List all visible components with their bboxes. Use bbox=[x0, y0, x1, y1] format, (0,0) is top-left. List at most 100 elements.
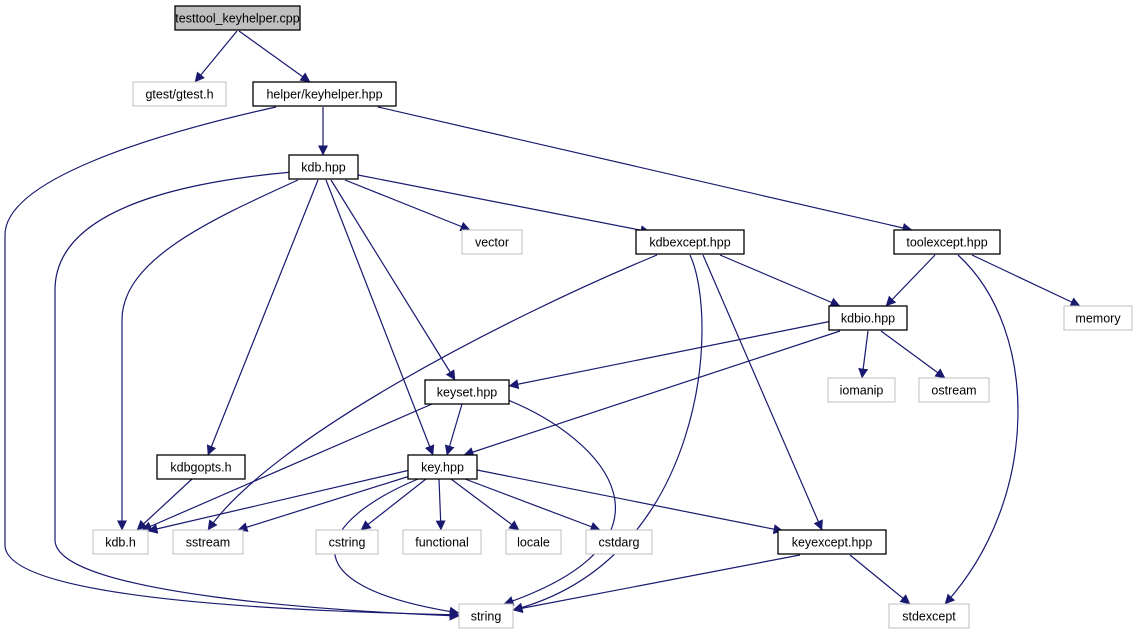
node-label: sstream bbox=[186, 536, 230, 550]
node-box bbox=[918, 377, 990, 403]
node-gtest: gtest/gtest.h bbox=[132, 81, 227, 107]
node-kdbgopts[interactable]: kdbgopts.h bbox=[156, 454, 246, 480]
node-label: functional bbox=[415, 536, 469, 550]
node-box bbox=[252, 81, 397, 107]
edge-testtool-to-keyhelper bbox=[238, 30, 311, 83]
edge-kdbio-to-ostream bbox=[880, 330, 946, 379]
node-box bbox=[888, 603, 970, 629]
node-box bbox=[288, 154, 359, 180]
edge-kdbio-to-key bbox=[463, 330, 841, 457]
node-box bbox=[828, 305, 908, 331]
edge-keyset-to-key bbox=[444, 403, 463, 456]
node-box bbox=[635, 229, 745, 255]
node-box bbox=[505, 529, 562, 555]
edge-kdbio-to-iomanip bbox=[858, 330, 869, 379]
edge-key-to-functional bbox=[435, 478, 446, 531]
node-locale: locale bbox=[505, 529, 562, 555]
edge-toolexcept-to-memory bbox=[971, 254, 1081, 307]
node-label: gtest/gtest.h bbox=[145, 88, 213, 102]
node-keyhelper[interactable]: helper/keyhelper.hpp bbox=[252, 81, 397, 107]
edge-keyexcept-to-string bbox=[512, 554, 801, 614]
node-label: cstdarg bbox=[599, 536, 640, 550]
edge-kdb-to-kdbh bbox=[117, 179, 299, 531]
node-label: kdbgopts.h bbox=[170, 461, 231, 475]
edge-kdbexcept-to-string bbox=[512, 254, 703, 613]
node-functional: functional bbox=[402, 529, 482, 555]
node-label: iomanip bbox=[840, 384, 884, 398]
node-box bbox=[461, 229, 523, 255]
node-iomanip: iomanip bbox=[827, 377, 896, 403]
edge-keyhelper-to-toolexcept bbox=[377, 106, 913, 233]
node-label: key.hpp bbox=[421, 461, 464, 475]
node-box bbox=[315, 529, 379, 555]
node-kdbio[interactable]: kdbio.hpp bbox=[828, 305, 908, 331]
node-box bbox=[407, 454, 478, 480]
edges-layer bbox=[4, 30, 1081, 621]
node-keyset[interactable]: keyset.hpp bbox=[424, 379, 510, 405]
node-kdbh: kdb.h bbox=[92, 529, 149, 555]
node-box bbox=[777, 529, 887, 555]
node-box bbox=[458, 603, 514, 629]
node-cstdarg: cstdarg bbox=[585, 529, 653, 555]
edge-keyset-to-string bbox=[502, 397, 616, 606]
node-label: kdb.hpp bbox=[301, 161, 346, 175]
node-cstring: cstring bbox=[315, 529, 379, 555]
edge-kdbexcept-to-keyexcept bbox=[702, 254, 823, 531]
node-label: kdbio.hpp bbox=[841, 312, 895, 326]
edge-kdb-to-kdbexcept bbox=[357, 174, 651, 236]
node-box bbox=[585, 529, 653, 555]
nodes-layer: testtool_keyhelper.cpp gtest/gtest.h helpe… bbox=[92, 5, 1133, 629]
node-memory: memory bbox=[1063, 305, 1133, 331]
edge-kdb-to-key bbox=[325, 179, 435, 456]
node-sstream: sstream bbox=[172, 529, 244, 555]
node-keyexcept[interactable]: keyexcept.hpp bbox=[777, 529, 887, 555]
edge-keyhelper-to-string bbox=[4, 106, 460, 620]
node-label: keyset.hpp bbox=[437, 386, 498, 400]
edge-kdb-to-vector bbox=[344, 179, 471, 232]
edge-key-to-cstdarg bbox=[464, 478, 601, 532]
node-box bbox=[172, 529, 244, 555]
node-vector: vector bbox=[461, 229, 523, 255]
edge-key-to-keyexcept bbox=[476, 469, 784, 535]
edge-kdb-to-kdbgopts bbox=[206, 179, 319, 456]
node-string: string bbox=[458, 603, 514, 629]
node-key[interactable]: key.hpp bbox=[407, 454, 478, 480]
node-box bbox=[132, 81, 227, 107]
edge-key-to-kdbh bbox=[147, 469, 411, 534]
node-kdb[interactable]: kdb.hpp bbox=[288, 154, 359, 180]
node-box bbox=[893, 229, 1001, 255]
node-label: testtool_keyhelper.cpp bbox=[175, 12, 299, 26]
node-label: stdexcept bbox=[902, 610, 956, 624]
node-label: memory bbox=[1075, 312, 1121, 326]
edge-keyexcept-to-stdexcept bbox=[849, 554, 911, 605]
node-box bbox=[174, 5, 301, 31]
edge-key-to-sstream bbox=[237, 475, 411, 532]
node-box bbox=[1063, 305, 1133, 331]
node-stdexcept: stdexcept bbox=[888, 603, 970, 629]
node-label: cstring bbox=[329, 536, 366, 550]
node-box bbox=[156, 454, 246, 480]
edge-kdbexcept-to-sstream bbox=[207, 254, 658, 531]
node-label: vector bbox=[475, 236, 509, 250]
node-label: kdb.h bbox=[105, 536, 136, 550]
node-kdbexcept[interactable]: kdbexcept.hpp bbox=[635, 229, 745, 255]
edge-key-to-locale bbox=[450, 478, 520, 531]
node-label: toolexcept.hpp bbox=[906, 236, 987, 250]
node-label: helper/keyhelper.hpp bbox=[266, 88, 382, 102]
node-label: locale bbox=[517, 536, 550, 550]
edge-key-to-cstring bbox=[360, 478, 427, 531]
edge-kdb-to-keyset bbox=[330, 179, 456, 381]
edge-toolexcept-to-stdexcept bbox=[944, 254, 1019, 605]
node-testtool[interactable]: testtool_keyhelper.cpp bbox=[174, 5, 301, 31]
edge-kdbio-to-keyset bbox=[508, 320, 833, 390]
node-toolexcept[interactable]: toolexcept.hpp bbox=[893, 229, 1001, 255]
node-label: string bbox=[471, 610, 502, 624]
edge-keyset-to-kdbh bbox=[141, 403, 433, 531]
node-label: kdbexcept.hpp bbox=[649, 236, 730, 250]
node-box bbox=[92, 529, 149, 555]
edge-kdbexcept-to-kdbio bbox=[719, 254, 841, 307]
node-box bbox=[424, 379, 510, 405]
edge-toolexcept-to-kdbio bbox=[885, 254, 936, 307]
node-box bbox=[402, 529, 482, 555]
